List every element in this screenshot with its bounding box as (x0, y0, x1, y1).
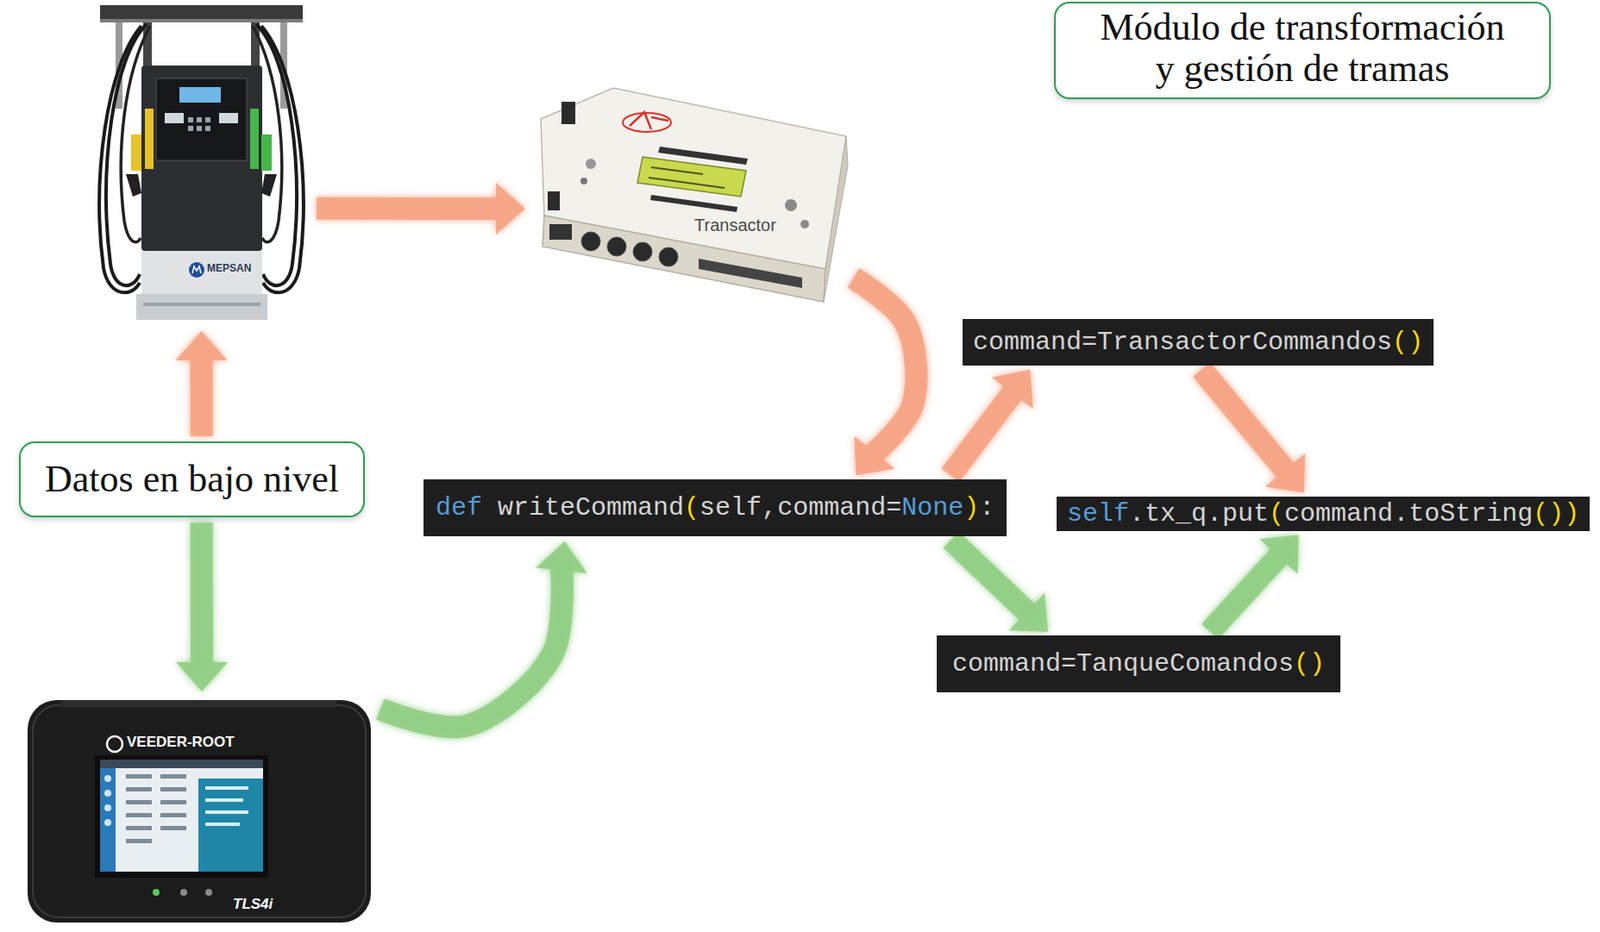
flow-arrow (175, 331, 228, 437)
code-line: command=TanqueComandos() (952, 648, 1325, 680)
code-token: TanqueComandos (1076, 649, 1294, 679)
transactor-device: Transactor (530, 86, 850, 328)
flow-arrow (1201, 370, 1306, 494)
code-line: command=TransactorCommandos() (972, 326, 1424, 358)
code-token (482, 493, 498, 523)
arrow-shaft (853, 277, 917, 454)
arrow-head (535, 541, 588, 574)
code-token: = (885, 493, 902, 523)
box-label: Módulo de transformación y gestión de tr… (1091, 6, 1513, 91)
code-token: ) (1407, 327, 1424, 358)
arrow-head (175, 662, 228, 692)
code-token: ) (1563, 499, 1580, 529)
flow-arrow (175, 522, 228, 692)
device-label: MEPSAN (207, 263, 251, 275)
tank-gauge: VEEDER-ROOT TLS4i (25, 696, 376, 929)
code-token: ( (1293, 649, 1310, 679)
code-box: command=TransactorCommandos() (962, 319, 1434, 366)
arrow-head (853, 436, 895, 476)
arrow-head (175, 331, 228, 361)
box-label: Datos en bajo nivel (44, 458, 339, 501)
arrow-shaft (380, 569, 563, 728)
code-token: . (1392, 499, 1409, 529)
arrow-shaft (1201, 370, 1287, 472)
code-box: def writeCommand(self,command=None): (423, 479, 1007, 537)
code-token: : (978, 493, 995, 523)
code-token: command (952, 649, 1061, 679)
code-token: ) (1548, 499, 1564, 529)
arrow-shaft (1210, 555, 1280, 633)
code-token: ( (1392, 327, 1408, 358)
fuel-dispenser-drawing (99, 5, 303, 320)
flow-arrow (1210, 534, 1299, 632)
flow-arrow (316, 182, 526, 235)
code-token: TransactorCommandos (1097, 327, 1393, 358)
code-token: writeCommand (497, 493, 684, 523)
arrow-head (1265, 453, 1306, 493)
code-token: self (699, 493, 762, 523)
code-token: def (435, 493, 483, 523)
arrow-shaft (190, 522, 214, 665)
tank-gauge-drawing (27, 700, 371, 923)
arrow-head (495, 182, 526, 235)
code-token: ) (963, 493, 979, 523)
code-token: put (1222, 499, 1269, 529)
code-token: tx_q (1144, 499, 1207, 529)
arrow-head (1009, 593, 1048, 633)
module-box: Módulo de transformación y gestión de tr… (1054, 1, 1551, 100)
arrow-shaft (951, 539, 1029, 614)
flow-arrow (380, 541, 588, 728)
code-token: = (1060, 649, 1077, 679)
transactor-drawing (540, 87, 848, 302)
code-box: command=TanqueComandos() (936, 635, 1341, 693)
code-token: = (1081, 327, 1098, 358)
arrow-shaft (950, 391, 1014, 476)
arrow-shaft (190, 358, 214, 437)
data-box: Datos en bajo nivel (18, 441, 365, 518)
code-token: . (1206, 499, 1223, 529)
fuel-dispenser: MEPSAN (91, 5, 312, 327)
flow-arrow (853, 277, 917, 476)
device-label: TLS4i (232, 897, 273, 914)
code-box: self.tx_q.put(command.toString()) (1056, 496, 1590, 532)
flow-arrow (951, 539, 1048, 633)
code-token: ) (1309, 649, 1325, 679)
device-label: VEEDER-ROOT (126, 734, 235, 752)
device-label: Transactor (694, 215, 777, 235)
code-token: self (1066, 499, 1130, 529)
arrow-head (991, 370, 1034, 409)
code-token: toString (1408, 499, 1533, 529)
code-token: ( (683, 493, 700, 523)
code-token: ( (1268, 499, 1285, 529)
code-token: ( (1532, 499, 1549, 529)
code-token: None (901, 493, 964, 523)
code-token: command (972, 327, 1082, 358)
arrow-head (1259, 534, 1299, 574)
code-line: def writeCommand(self,command=None): (435, 492, 995, 524)
code-token: . (1129, 499, 1145, 529)
code-token: command (777, 493, 886, 523)
code-line: self.tx_q.put(command.toString()) (1066, 498, 1580, 530)
arrow-shaft (316, 197, 498, 220)
code-token: command (1284, 499, 1393, 529)
flow-arrow (950, 370, 1034, 476)
code-token: , (761, 493, 778, 523)
